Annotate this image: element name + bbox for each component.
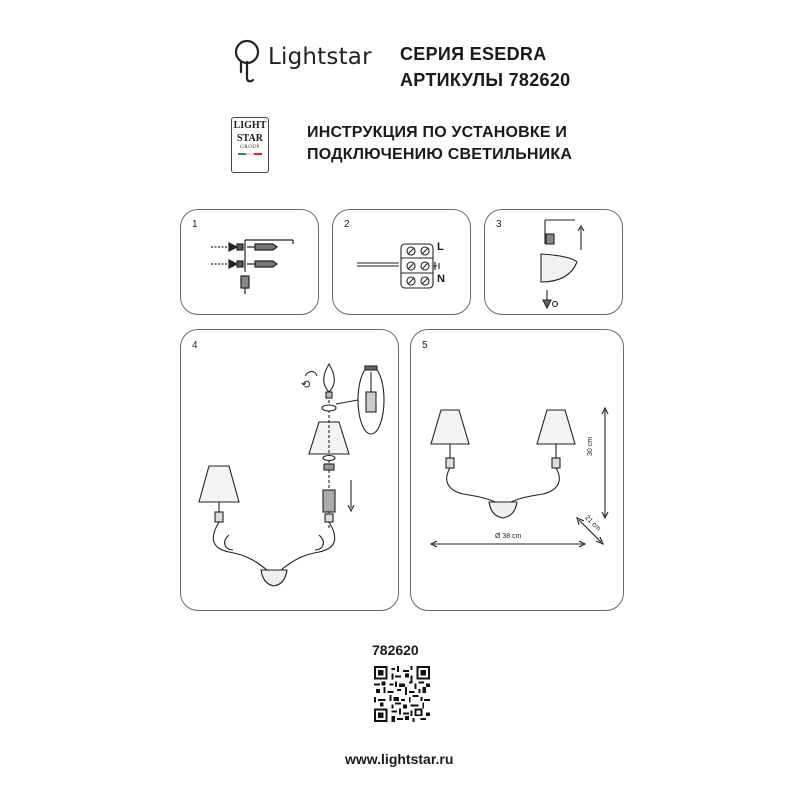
- lamp-assembly-diagram: ⟲: [198, 362, 385, 587]
- height-dimension-label: 30 cm: [587, 436, 594, 456]
- group-logo-line2: STAR: [237, 133, 263, 144]
- panel-2-wiring: 2 L N: [332, 209, 471, 315]
- right-arm: [280, 521, 336, 571]
- neutral-label: N: [437, 273, 445, 285]
- left-lampshade: [198, 465, 240, 503]
- website-link[interactable]: www.lightstar.ru: [345, 751, 454, 767]
- svg-text:⟲: ⟲: [301, 379, 310, 391]
- live-label: L: [437, 241, 444, 253]
- instruction-title-line1: ИНСТРУКЦИЯ ПО УСТАНОВКЕ И: [307, 124, 568, 141]
- article-number: 782620: [372, 642, 419, 658]
- panel-number: 5: [422, 340, 428, 351]
- lamp-dimensions-diagram: [429, 406, 609, 548]
- terminal-block-icon: [357, 243, 440, 289]
- canopy-install-icon: [540, 219, 585, 309]
- group-logo-line3: GROUP: [240, 145, 260, 150]
- lightstar-group-logo: LIGHT STAR GROUP: [231, 117, 269, 173]
- brand-name: Lightstar: [268, 44, 372, 70]
- panel-4-assembly: 4 ⟲: [180, 329, 399, 611]
- panel-number: 4: [192, 340, 198, 351]
- flag-stripe: [238, 153, 262, 155]
- panel-number: 1: [192, 219, 198, 230]
- group-logo-line1: LIGHT: [233, 120, 267, 131]
- lightstar-bulb-logo-icon: [234, 39, 260, 83]
- screws-and-bracket-icon: [211, 239, 294, 294]
- panel-1-mounting: 1: [180, 209, 319, 315]
- panel-5-dimensions: 5 Ø 38: [410, 329, 624, 611]
- left-arm: [212, 521, 268, 571]
- panel-3-base: 3: [484, 209, 623, 315]
- width-dimension-label: Ø 38 cm: [495, 533, 522, 540]
- qr-code: [374, 666, 430, 722]
- series-title: СЕРИЯ ESEDRA: [400, 44, 547, 64]
- panel-number: 3: [496, 219, 502, 230]
- panel-number: 2: [344, 219, 350, 230]
- center-bowl: [260, 569, 288, 587]
- candle-bulb: [323, 362, 335, 393]
- instruction-title-line2: ПОДКЛЮЧЕНИЮ СВЕТИЛЬНИКА: [307, 146, 573, 163]
- article-title: АРТИКУЛЫ 782620: [400, 70, 571, 90]
